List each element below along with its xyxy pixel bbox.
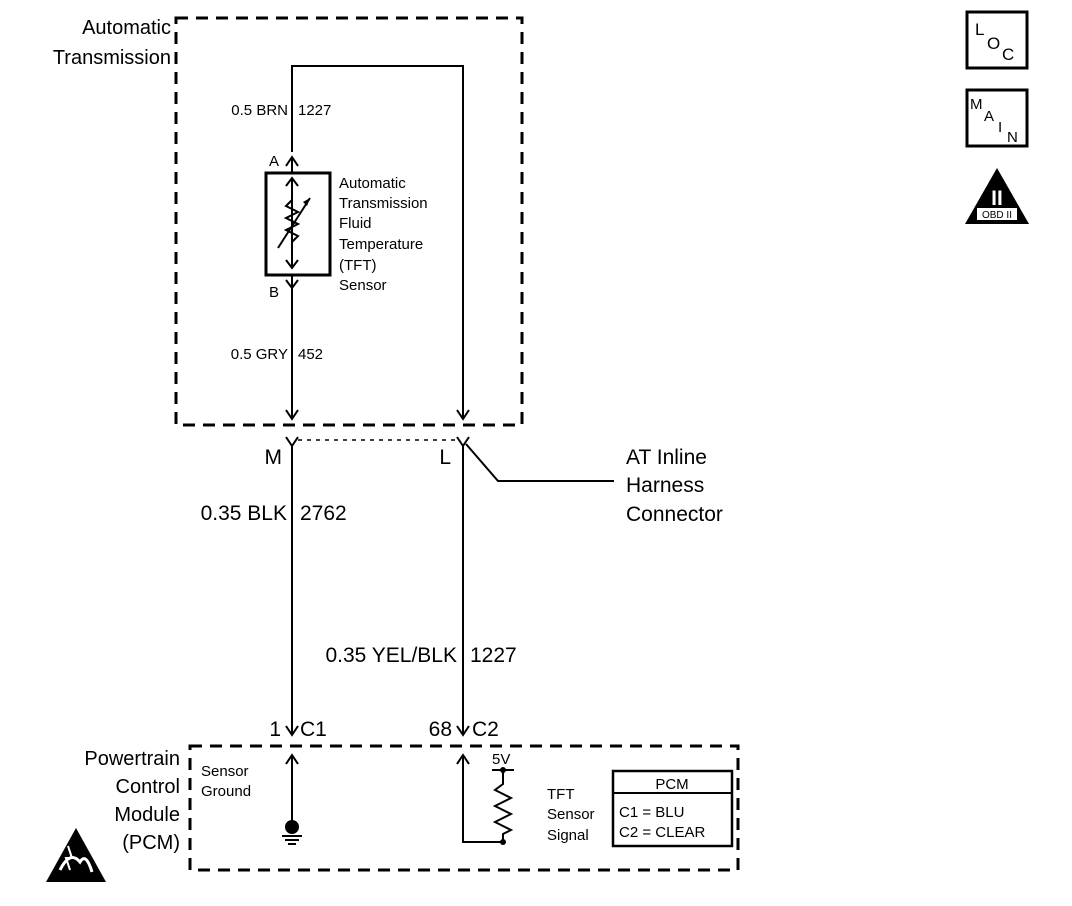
tft-sensor-box <box>264 171 332 277</box>
inline-pin-l: L <box>439 446 451 469</box>
thermistor-symbol <box>277 176 311 270</box>
sensor-ground-2: Ground <box>201 783 251 800</box>
obd-ii-icon[interactable]: II OBD II <box>965 168 1029 224</box>
tft-name-4: Temperature <box>339 236 423 253</box>
pullup-voltage: 5V <box>492 751 510 768</box>
signal-wire-circuit: 1227 <box>470 644 517 667</box>
tft-name-3: Fluid <box>339 215 372 232</box>
m-arrow <box>285 409 299 421</box>
signal-internal-wire <box>462 755 503 843</box>
loc-letter-c: C <box>1002 45 1014 64</box>
ground-node <box>285 820 299 834</box>
inline-callout-leader <box>465 443 614 482</box>
l-arrow <box>456 409 470 421</box>
pcm-signal-pin: 68 <box>429 718 452 741</box>
transmission-boundary <box>174 16 524 427</box>
tft-signal-1: TFT <box>547 786 575 803</box>
tft-name-2: Transmission <box>339 195 428 212</box>
obd-caption-bg <box>977 208 1017 220</box>
tft-signal-2: Sensor <box>547 806 595 823</box>
ground-wire-color: 0.35 BLK <box>201 502 287 525</box>
connector-legend-c1: C1 = BLU <box>619 804 684 821</box>
tft-signal-3: Signal <box>547 827 589 844</box>
pin-b-label: B <box>269 284 279 301</box>
m-pin-symbol <box>285 436 299 448</box>
sensor-low-circuit: 452 <box>298 346 323 363</box>
pcm-c2-pin-symbol <box>456 725 470 737</box>
loc-letter-o: O <box>987 34 1000 53</box>
pcm-boundary <box>188 744 740 872</box>
main-letter-m: M <box>970 96 983 113</box>
top-wire-circuit: 1227 <box>298 102 331 119</box>
esd-warning-icon <box>46 828 106 882</box>
pcm-signal-connector: C2 <box>472 718 499 741</box>
pcm-ground-pin: 1 <box>269 718 281 741</box>
transmission-label-2: Transmission <box>53 47 171 69</box>
sensor-ground-1: Sensor <box>201 763 249 780</box>
tft-name-6: Sensor <box>339 277 387 294</box>
tft-name-5: (TFT) <box>339 257 376 274</box>
ground-icon <box>282 835 302 845</box>
pcm-ground-connector: C1 <box>300 718 327 741</box>
connector-legend-box <box>611 769 734 848</box>
pcm-c1-pin-symbol <box>285 725 299 737</box>
ground-wire-circuit: 2762 <box>300 502 347 525</box>
pin-a-label: A <box>269 153 279 170</box>
connector-legend-c2: C2 = CLEAR <box>619 824 705 841</box>
top-circuit-wire <box>291 65 464 418</box>
loc-badge[interactable]: L O C <box>965 10 1029 70</box>
main-letter-n: N <box>1007 129 1018 146</box>
inline-label-1: AT Inline <box>626 446 707 469</box>
transmission-label-1: Automatic <box>82 17 171 39</box>
pcm-label-3: Module <box>114 804 180 826</box>
obd-caption: OBD II <box>982 210 1012 221</box>
pcm-label-2: Control <box>116 776 180 798</box>
tft-name-1: Automatic <box>339 175 406 192</box>
main-badge[interactable]: M A I N <box>965 88 1029 148</box>
inline-label-3: Connector <box>626 503 723 526</box>
inline-pin-m: M <box>265 446 283 469</box>
loc-badge-frame <box>965 10 1029 70</box>
sensor-low-color: 0.5 GRY <box>231 346 288 363</box>
obd-numeral: II <box>991 187 1003 210</box>
main-letter-a: A <box>984 108 994 125</box>
main-letter-i: I <box>998 119 1002 136</box>
top-wire-color: 0.5 BRN <box>231 102 288 119</box>
signal-wire-color: 0.35 YEL/BLK <box>325 644 457 667</box>
connector-legend-title: PCM <box>655 776 688 793</box>
pcm-label-4: (PCM) <box>122 832 180 854</box>
main-badge-frame <box>965 88 1029 148</box>
pullup-resistor <box>492 770 514 842</box>
loc-letter-l: L <box>975 20 984 39</box>
pcm-label-1: Powertrain <box>84 748 180 770</box>
inline-label-2: Harness <box>626 474 704 497</box>
